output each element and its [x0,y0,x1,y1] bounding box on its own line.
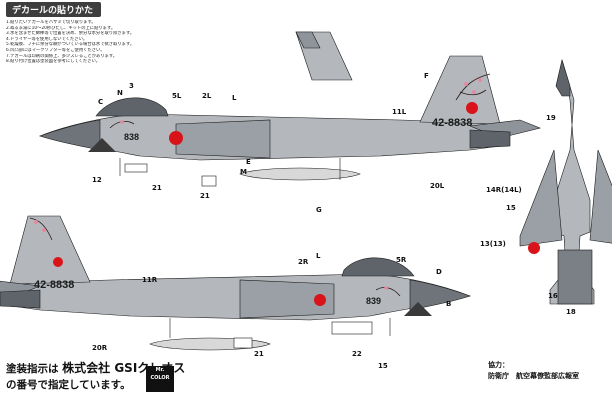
callout-5r: 5R [396,256,407,264]
credits-org1: 防衛庁 [488,372,509,380]
callout-b: B [446,300,452,308]
callout-20l: 20L [430,182,445,190]
hinomaru-marking [466,102,478,114]
mount-fuji-art [404,302,432,316]
serial-number-bottom: 42-8838 [34,279,74,291]
callout-16: 16 [548,292,558,300]
callout-18: 18 [566,308,576,316]
plan-view [519,58,612,305]
hinomaru-marking [528,242,540,254]
instruction-line: 3.水を含ませた綿棒等で位置を決め、余分な水分を取り除きます。 [6,31,135,37]
instruction-line: 7.デカールは印刷の関係上、多少ズレることがあります。 [6,53,118,59]
hinomaru-marking [53,257,63,267]
logo-line2: COLOR [150,375,170,381]
callout-5l: 5L [172,92,182,100]
callout-2r: 2R [298,258,309,266]
callout-m: M [240,168,247,176]
callout-15p: 15 [506,204,516,212]
callout-22: 22 [352,350,362,358]
decal-instructions: 1.貼りたいデカールをハサミで切り取ります。 2.ぬるま湯に10〜20秒ひたし、… [6,20,176,65]
side-view-bottom [0,215,471,351]
hinomaru-marking [169,131,183,145]
nose-number-bottom: 839 [366,296,381,306]
callout-f: F [424,72,429,80]
instruction-line: 2.ぬるま湯に10〜20秒ひたし、キットの上に貼ります。 [6,25,116,31]
callout-l: L [232,94,237,102]
callout-19: 19 [546,114,556,122]
instruction-line: 4.ドライヤー等を使用しないでください。 [6,36,88,42]
instruction-line: 8.貼り付け位置は塗装図を参考にしてください。 [6,59,101,65]
tail-detail-drawing [295,31,353,81]
logo-line1: Mr. [155,367,165,373]
credits-org2: 航空幕僚監部広報室 [516,372,579,380]
callout-21b: 21 [200,192,210,200]
instruction-line: 1.貼りたいデカールをハサミで切り取ります。 [6,20,96,25]
nose-number-top: 838 [124,132,139,142]
callout-14r: 14R(14L) [486,186,522,194]
callout-e: E [246,158,251,166]
serial-number-top: 42-8838 [432,117,472,129]
callout-20r: 20R [92,344,108,352]
callout-12: 12 [92,176,102,184]
callout-g: G [316,206,322,214]
credits-label: 協力： [488,361,509,369]
instruction-line: 5.乾燥後、フチに余分な糊がついている場合は水で拭き取ります。 [6,42,135,48]
paint-note-prefix: 塗装指示は [6,363,59,375]
credits: 協力： 防衛庁 航空幕僚監部広報室 [488,360,579,382]
callout-l2: L [316,252,321,260]
callout-n: N [117,89,123,97]
callout-13: 13(13) [480,240,506,248]
instruction-line: 6.凹凸部にはマークソフター等をご使用ください。 [6,47,105,53]
hinomaru-marking [314,294,326,306]
side-view-top [39,55,541,187]
callout-d: D [436,268,442,276]
paint-note-suffix: の番号で指定しています。 [6,379,131,391]
page-title: デカールの貼りかた [6,2,102,17]
callout-2l: 2L [202,92,212,100]
callout-3: 3 [129,82,134,90]
paint-note: 塗装指示は 株式会社 GSIクレオス の番号で指定しています。 [6,360,185,393]
callout-11r: 11R [142,276,158,284]
mr-color-logo: Mr. COLOR [146,366,174,392]
callout-21: 21 [152,184,162,192]
callout-21c: 21 [254,350,264,358]
mount-fuji-art [88,138,116,152]
callout-15: 15 [378,362,388,370]
callout-c: C [98,98,104,106]
callout-11l: 11L [392,108,407,116]
